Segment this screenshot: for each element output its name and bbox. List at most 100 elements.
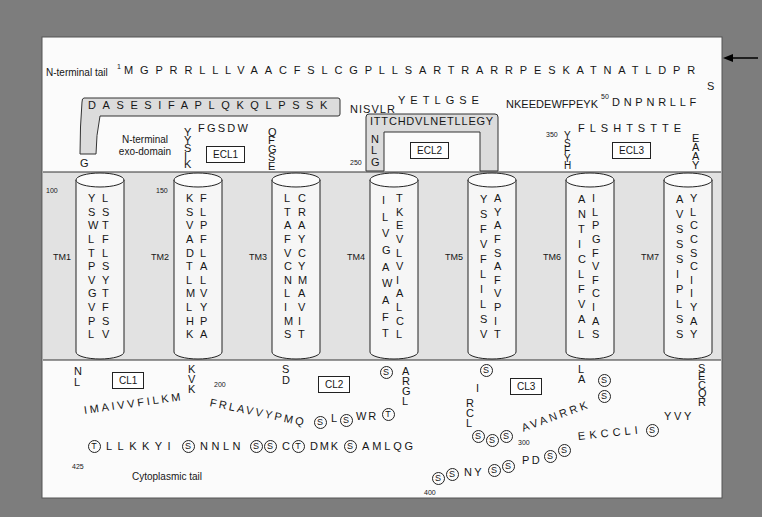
- residue-text: S: [481, 365, 492, 376]
- helix-cylinder: TM2KSVADTLMLHKFLPFLALVYPA: [173, 172, 223, 360]
- residue-text: T: [293, 441, 304, 452]
- phospho-site: S: [646, 424, 659, 437]
- loop-box: ECL1: [206, 146, 245, 163]
- phospho-site: S: [380, 366, 393, 379]
- region-label: Cytoplasmic tail: [132, 470, 202, 483]
- phospho-site: S: [480, 364, 493, 377]
- cylinder-cap: [468, 173, 516, 187]
- sequence-text: S: [707, 80, 714, 93]
- membrane-edge: [43, 172, 721, 173]
- residue-text: T: [89, 441, 100, 452]
- sequence-text: AMLQG: [362, 440, 416, 453]
- phospho-site: S: [264, 440, 277, 453]
- sequence-text: LLKKYI: [106, 440, 176, 453]
- phospho-site: S: [250, 440, 263, 453]
- sequence-text: MGPRRLLLVAACFSLCGPLLSARTRARRPESKATNATLDP…: [124, 64, 702, 77]
- sequence-text: PD: [522, 454, 542, 467]
- residue-column: LSTFLSYTFSV: [102, 192, 113, 342]
- cylinder-outline: [75, 172, 125, 360]
- residue-number: 50: [601, 92, 609, 101]
- sequence-text: ARGL: [402, 366, 413, 406]
- phospho-site: S: [340, 414, 353, 427]
- residue-text: S: [265, 441, 276, 452]
- phospho-site: S: [446, 468, 459, 481]
- residue-column: ILVGAWAFT: [382, 192, 393, 342]
- sequence-text: NKEEDEWFPEYK: [506, 98, 598, 111]
- phospho-site: S: [558, 444, 571, 457]
- helix-cylinder: TM4ILVGAWAFTTKEVLVIALCL: [369, 172, 419, 360]
- residue-column: AYAFSAFVPIT: [494, 192, 505, 342]
- residue-column: CRAYCYMAVIT: [298, 192, 309, 342]
- sequence-text: YSFYH: [564, 132, 574, 170]
- residue-text: S: [345, 441, 356, 452]
- residue-text: S: [647, 425, 658, 436]
- residue-number: 300: [518, 438, 530, 447]
- loop-label: ECL1: [213, 148, 238, 161]
- sequence-text: I: [476, 382, 479, 395]
- phospho-site: S: [314, 416, 327, 429]
- residue-text: T: [383, 409, 394, 420]
- helix-cylinder: TM7AVSSSIPLSSYLCCSCIIYAY: [663, 172, 713, 360]
- phospho-site: S: [502, 460, 515, 473]
- residue-column: YSWLTPVGVPL: [88, 192, 99, 342]
- cylinder-outline: [369, 172, 419, 360]
- cylinder-outline: [173, 172, 223, 360]
- sequence-text: G: [80, 157, 89, 170]
- helix-label: TM2: [151, 252, 169, 263]
- loop-label: CL2: [325, 378, 343, 391]
- cylinder-cap: [370, 173, 418, 187]
- phospho-site: S: [432, 472, 445, 485]
- residue-text: S: [489, 465, 500, 476]
- phospho-site: S: [488, 464, 501, 477]
- residue-text: S: [251, 441, 262, 452]
- residue-text: S: [545, 451, 556, 462]
- cylinder-body: [174, 180, 222, 359]
- cylinder-body: [76, 180, 124, 359]
- residue-number: 150: [156, 186, 168, 195]
- region-label: N-terminal tail: [46, 66, 108, 79]
- sequence-text: NISVLR: [350, 103, 396, 116]
- loop-label: ECL3: [619, 144, 644, 157]
- loop-box: ECL2: [410, 142, 449, 159]
- phospho-site: T: [382, 408, 395, 421]
- loop-box: ECL3: [612, 142, 651, 159]
- sequence-text: NNLN: [200, 440, 244, 453]
- residue-text: S: [473, 431, 484, 442]
- residue-column: KSVADTLMLHK: [186, 192, 197, 342]
- residue-number: 1: [117, 62, 121, 71]
- cylinder-cap: [272, 173, 320, 187]
- residue-column: FLPFLALVYPA: [200, 192, 211, 342]
- cylinder-outline: [467, 172, 517, 360]
- residue-text: S: [503, 461, 514, 472]
- cylinder-cap: [566, 173, 614, 187]
- sequence-text: RCL: [466, 398, 477, 428]
- band-shape: [366, 114, 498, 171]
- residue-number: 350: [546, 130, 558, 139]
- residue-column: ANTICLFVAL: [578, 192, 589, 342]
- cylinder-cap: [174, 173, 222, 187]
- residue-text: S: [315, 417, 326, 428]
- loop-label: CL3: [517, 380, 535, 393]
- phospho-site: S: [486, 434, 499, 447]
- residue-text: DASESIFAPLQKQLPSSK: [88, 99, 334, 112]
- residue-column: ILPGFVFCIAS: [592, 192, 603, 342]
- cylinder-body: [566, 180, 614, 359]
- residue-number: 100: [46, 186, 58, 195]
- sequence-text: C: [282, 440, 290, 453]
- cylinder-cap: [76, 173, 124, 187]
- sequence-text: FGSDW: [198, 122, 250, 135]
- membrane-band: [43, 172, 721, 360]
- pointer-arrowhead: [723, 54, 733, 62]
- phospho-site: S: [500, 430, 513, 443]
- pointer-arrow: [730, 57, 758, 59]
- phospho-site: T: [88, 440, 101, 453]
- sequence-text: SECQR: [698, 364, 709, 406]
- residue-text: S: [559, 445, 570, 456]
- loop-label: ECL2: [417, 144, 442, 157]
- cylinder-cap: [664, 173, 712, 187]
- sequence-text: NLG: [371, 134, 382, 168]
- phospho-site: S: [344, 440, 357, 453]
- residue-column: TKEVLVIALCL: [396, 192, 407, 342]
- sequence-text: L: [331, 412, 337, 425]
